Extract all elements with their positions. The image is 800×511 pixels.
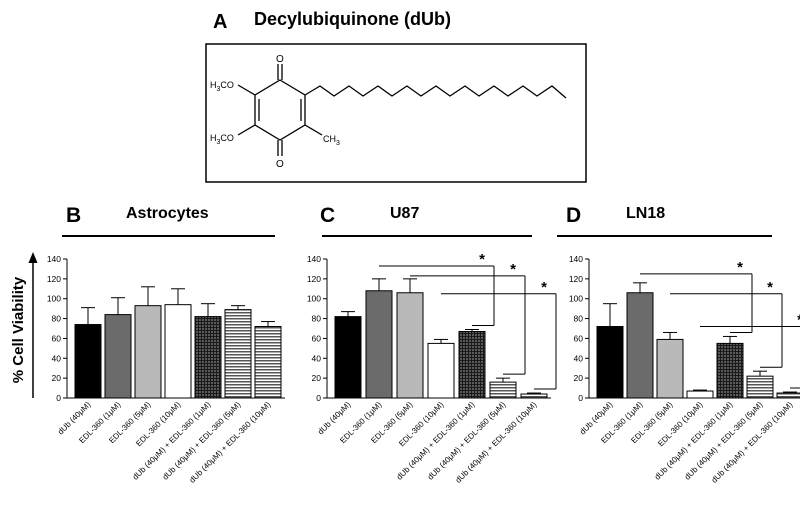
- bar: [716, 342, 744, 399]
- y-tick-label: 40: [52, 353, 62, 363]
- atom-ch3: CH3: [323, 134, 340, 147]
- atom-o-top: O: [276, 54, 284, 65]
- bar: [686, 390, 714, 399]
- y-tick-label: 120: [47, 274, 61, 284]
- y-tick-label: 20: [574, 373, 584, 383]
- significance-star: *: [510, 261, 516, 278]
- atom-och3-bottom: H3CO: [210, 133, 234, 146]
- y-tick-label: 120: [307, 274, 321, 284]
- y-tick-label: 120: [569, 274, 583, 284]
- bar: [104, 314, 132, 399]
- y-tick-label: 60: [52, 333, 62, 343]
- bar: [776, 392, 800, 399]
- bar: [164, 304, 192, 399]
- y-tick-label: 140: [47, 254, 61, 264]
- significance-star: *: [737, 259, 743, 276]
- significance-star: *: [797, 312, 800, 329]
- significance-star: *: [767, 279, 773, 296]
- decylubiquinone-structure: [237, 64, 567, 156]
- bar: [596, 326, 624, 399]
- y-axis-arrow-head: [28, 252, 38, 263]
- y-tick-label: 40: [574, 353, 584, 363]
- bar: [334, 316, 362, 399]
- bar: [427, 342, 455, 399]
- atom-och3-top: H3CO: [210, 80, 234, 93]
- y-tick-label: 80: [312, 314, 322, 324]
- bar: [254, 326, 282, 399]
- y-tick-label: 80: [52, 314, 62, 324]
- atom-o-bottom: O: [276, 159, 284, 170]
- bar: [396, 292, 424, 399]
- panel-a: A Decylubiquinone (dUb) O O H3CO H3CO CH…: [205, 9, 587, 183]
- bar: [746, 375, 774, 399]
- y-tick-label: 140: [569, 254, 583, 264]
- significance-star: *: [541, 279, 547, 296]
- y-axis-label-group: % Cell Viability: [10, 252, 38, 398]
- y-tick-label: 0: [578, 393, 583, 403]
- bar: [74, 324, 102, 399]
- structure-frame: [205, 43, 587, 183]
- y-tick-label: 60: [312, 333, 322, 343]
- bar: [224, 309, 252, 399]
- y-tick-label: 0: [316, 393, 321, 403]
- y-tick-label: 100: [47, 294, 61, 304]
- y-tick-label: 100: [569, 294, 583, 304]
- y-tick-label: 100: [307, 294, 321, 304]
- y-tick-label: 80: [574, 314, 584, 324]
- panel-a-title: Decylubiquinone (dUb): [254, 9, 451, 29]
- panel-letter: D: [566, 204, 581, 227]
- bar: [520, 393, 548, 399]
- panel-title: LN18: [626, 205, 665, 222]
- y-tick-label: 40: [312, 353, 322, 363]
- bar: [458, 330, 486, 399]
- y-tick-label: 20: [312, 373, 322, 383]
- y-tick-label: 20: [52, 373, 62, 383]
- significance-star: *: [479, 251, 485, 268]
- bar: [194, 316, 222, 399]
- y-tick-label: 0: [56, 393, 61, 403]
- bar: [365, 290, 393, 399]
- bar: [626, 292, 654, 399]
- y-tick-label: 140: [307, 254, 321, 264]
- panel-letter: C: [320, 204, 335, 227]
- panel-title: U87: [390, 205, 419, 222]
- panel-title: Astrocytes: [126, 205, 209, 222]
- bar: [489, 381, 517, 399]
- y-tick-label: 60: [574, 333, 584, 343]
- panel-letter: B: [66, 204, 81, 227]
- panel-a-letter: A: [213, 11, 227, 33]
- bar: [134, 305, 162, 399]
- y-axis-label: % Cell Viability: [10, 276, 27, 383]
- bar: [656, 338, 684, 399]
